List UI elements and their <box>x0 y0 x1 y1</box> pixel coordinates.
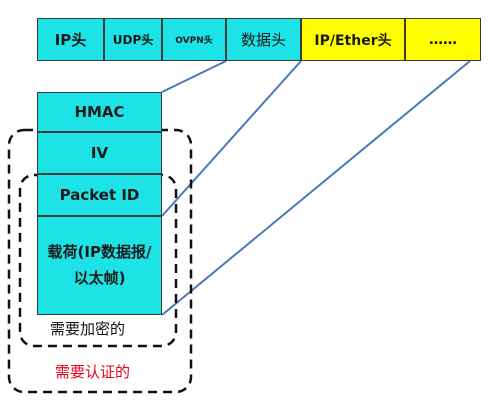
connector-line-packet-id <box>161 60 302 217</box>
stack-field-hmac: HMAC <box>37 92 162 132</box>
header-field-ovpn: OVPN头 <box>162 18 226 61</box>
encrypted-label: 需要加密的 <box>50 320 126 338</box>
header-field-udp: UDP头 <box>104 18 162 61</box>
header-field-ellipsis: …… <box>405 18 481 61</box>
stack-field-payload: 载荷(IP数据报/以太帧) <box>37 216 162 315</box>
header-field-ip-ether: IP/Ether头 <box>301 18 405 61</box>
header-field-ip: IP头 <box>37 18 104 61</box>
stack-field-iv: IV <box>37 132 162 174</box>
header-field-data: 数据头 <box>226 18 301 61</box>
connector-line-payload <box>161 60 471 316</box>
connector-line-hmac <box>161 60 227 93</box>
authenticated-label: 需要认证的 <box>55 363 131 381</box>
stack-field-packet-id: Packet ID <box>37 174 162 216</box>
